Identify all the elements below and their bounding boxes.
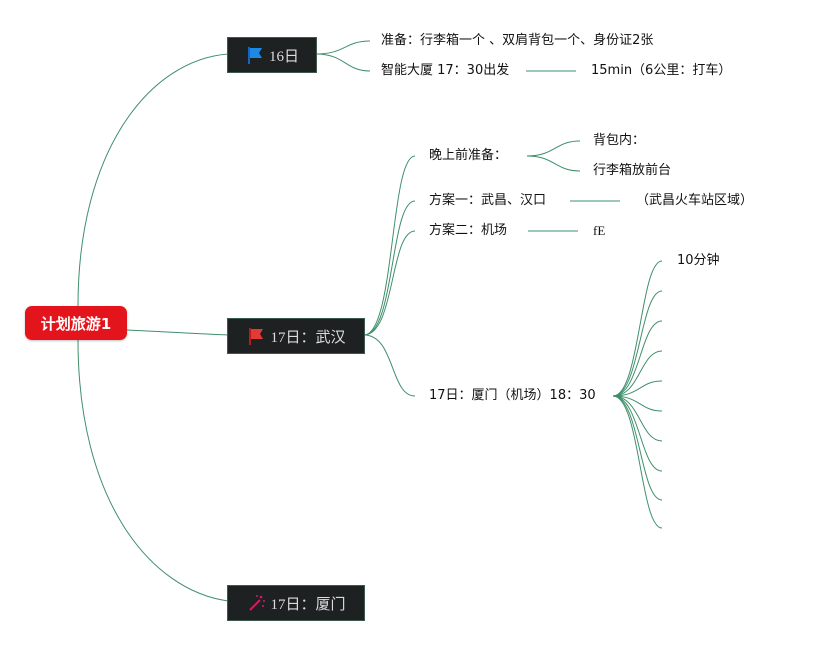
node-plan-two-label: 方案二：机场 xyxy=(429,223,508,238)
node-xiamen-airport-label: 17日：厦门（机场）18：30 xyxy=(429,388,596,403)
node-backpack-label: 背包内： xyxy=(593,133,646,148)
branch-17-wuhan[interactable]: 17日：武汉 xyxy=(227,318,365,354)
link-wuhan-xiamen xyxy=(363,334,416,397)
link-xm-2 xyxy=(612,290,663,397)
root-topic-label: 计划旅游1 xyxy=(40,314,112,333)
node-departure-label: 智能大厦 17：30出发 xyxy=(381,63,510,78)
link-xm-10 xyxy=(612,395,663,529)
link-16-prep xyxy=(315,40,371,55)
branch-17-wuhan-label: 17日：武汉 xyxy=(270,329,346,346)
link-root-16 xyxy=(77,53,229,307)
branch-17-xiamen[interactable]: 17日：厦门 xyxy=(227,585,365,621)
node-night-prep-label: 晚上前准备： xyxy=(429,148,508,163)
link-16-depart xyxy=(315,53,371,72)
branch-17-xiamen-label: 17日：厦门 xyxy=(270,596,346,613)
node-departure[interactable]: 智能大厦 17：30出发 xyxy=(381,63,509,79)
node-luggage-desk[interactable]: 行李箱放前台 xyxy=(593,163,671,179)
link-xm-8 xyxy=(612,395,663,472)
node-preparation[interactable]: 准备：行李箱一个 、双肩背包一个、身份证2张 xyxy=(381,33,653,49)
blue-flag-icon xyxy=(247,47,262,64)
node-ten-minutes[interactable]: 10分钟 xyxy=(677,253,720,269)
link-xm-4 xyxy=(612,350,663,397)
node-backpack[interactable]: 背包内： xyxy=(593,133,645,149)
link-wuhan-plan1 xyxy=(363,200,416,336)
red-flag-icon xyxy=(249,328,264,345)
link-root-17xiamen xyxy=(77,339,229,602)
link-root-17wuhan xyxy=(126,329,229,336)
link-xm-1 xyxy=(612,260,663,397)
node-luggage-desk-label: 行李箱放前台 xyxy=(593,163,672,178)
link-xm-7 xyxy=(612,395,663,442)
node-ten-minutes-label: 10分钟 xyxy=(677,253,720,268)
branch-16-label: 16日 xyxy=(268,48,299,65)
node-plan-two[interactable]: 方案二：机场 xyxy=(429,223,507,239)
node-plan-one-label: 方案一：武昌、汉口 xyxy=(429,193,547,208)
link-night-luggage xyxy=(526,155,581,172)
link-xm-3 xyxy=(612,320,663,397)
node-night-prep[interactable]: 晚上前准备： xyxy=(429,148,507,164)
link-wuhan-night xyxy=(363,155,416,336)
link-wuhan-plan2 xyxy=(363,230,416,336)
node-plan-one[interactable]: 方案一：武昌、汉口 xyxy=(429,193,546,209)
node-fe[interactable]: fE xyxy=(593,223,605,239)
node-taxi-time[interactable]: 15min（6公里：打车） xyxy=(591,63,731,79)
link-xm-5 xyxy=(612,380,663,397)
node-wuchang-area-label: （武昌火车站区域） xyxy=(636,193,754,208)
node-xiamen-airport[interactable]: 17日：厦门（机场）18：30 xyxy=(429,388,596,404)
root-topic[interactable]: 计划旅游1 xyxy=(25,306,127,340)
node-wuchang-area[interactable]: （武昌火车站区域） xyxy=(636,193,753,209)
node-preparation-label: 准备：行李箱一个 、双肩背包一个、身份证2张 xyxy=(381,33,654,48)
link-night-backpack xyxy=(526,140,581,157)
node-taxi-time-label: 15min（6公里：打车） xyxy=(591,63,732,78)
node-fe-label: fE xyxy=(593,223,606,238)
branch-16[interactable]: 16日 xyxy=(227,37,317,73)
link-xm-9 xyxy=(612,395,663,501)
magic-wand-icon xyxy=(249,595,266,611)
